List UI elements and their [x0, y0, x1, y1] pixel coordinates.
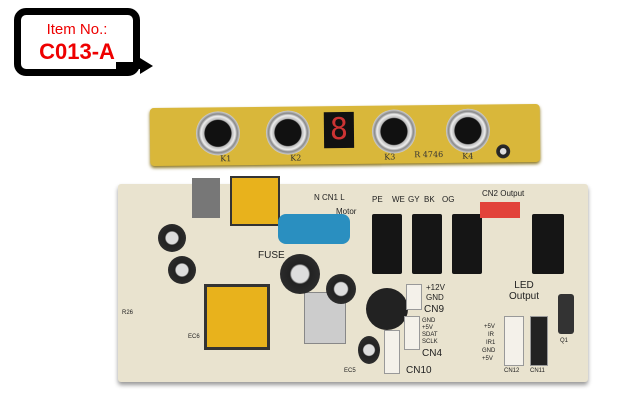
wire-label: OG	[442, 195, 455, 204]
capacitor	[496, 144, 511, 159]
relay	[532, 214, 564, 274]
relay	[412, 214, 442, 274]
display-board: 8 K1 K2 K3 K4 R 4746	[149, 103, 541, 167]
cn10-label: CN10	[406, 365, 432, 376]
item-number-badge: Item No.: C013-A	[14, 8, 140, 76]
pin-label: +5V	[484, 324, 495, 330]
cn9-connector	[406, 284, 422, 310]
pin-label: SCLK	[422, 339, 438, 345]
x-capacitor	[278, 214, 350, 244]
wire-label: BK	[424, 195, 435, 204]
touch-button-3	[371, 109, 417, 154]
wire-label: GY	[408, 195, 420, 204]
capacitor	[158, 224, 186, 252]
arrow-head-icon	[140, 58, 153, 74]
seven-segment-display: 8	[323, 111, 355, 149]
touch-button-4	[445, 108, 491, 153]
arrow-icon	[116, 62, 142, 69]
button-label: K1	[220, 154, 232, 164]
led-output-label: LED Output	[508, 280, 540, 302]
item-number-label: Item No.:	[46, 21, 108, 38]
cn9-label: CN9	[424, 304, 445, 315]
cn2-label: CN2 Output	[482, 189, 525, 198]
motor-label: Motor	[336, 207, 357, 216]
touch-button-1	[195, 111, 241, 156]
buzzer	[366, 288, 408, 330]
cn12-label: CN12	[504, 368, 520, 374]
led-receiver	[558, 294, 574, 334]
component-label: R26	[122, 310, 134, 316]
capacitor	[168, 256, 196, 284]
button-label: K2	[290, 153, 302, 163]
wire-label: PE	[372, 195, 383, 204]
cn4-connector	[404, 316, 420, 350]
pin-label: SDAT	[422, 332, 438, 338]
capacitor	[280, 254, 320, 294]
pin-label: +12V	[426, 283, 445, 292]
inductor	[230, 176, 280, 226]
cn4-label: CN4	[422, 348, 443, 359]
capacitor	[326, 274, 356, 304]
cn12-connector	[504, 316, 524, 366]
button-label: K4	[462, 151, 474, 161]
cn10-connector	[384, 330, 400, 374]
item-number-value: C013-A	[39, 39, 115, 64]
cn1-label: N CN1 L	[314, 193, 345, 202]
pin-label: +5V	[482, 356, 493, 362]
relay	[372, 214, 402, 274]
transformer	[192, 178, 220, 218]
pin-label: IR1	[486, 340, 496, 346]
board-marking: R 4746	[414, 149, 444, 160]
touch-button-2	[265, 110, 311, 155]
component-label: EC6	[188, 334, 200, 340]
fuse-label: FUSE	[258, 250, 285, 261]
pin-label: GND	[422, 318, 436, 324]
component-label: Q1	[560, 338, 569, 344]
switching-transformer	[204, 284, 270, 350]
output-connector	[480, 202, 520, 218]
control-board: N CN1 L Motor PE WE GY BK OG CN2 Output …	[118, 176, 588, 382]
relay	[452, 214, 482, 274]
wire-label: WE	[392, 195, 405, 204]
cn11-connector	[530, 316, 548, 366]
component-label: EC5	[344, 368, 356, 374]
button-label: K3	[384, 152, 396, 162]
pin-label: GND	[426, 293, 444, 302]
pin-label: +5V	[422, 325, 433, 331]
pin-label: GND	[482, 348, 496, 354]
cn11-label: CN11	[530, 368, 545, 374]
pin-label: IR	[488, 332, 494, 338]
capacitor	[358, 336, 380, 364]
